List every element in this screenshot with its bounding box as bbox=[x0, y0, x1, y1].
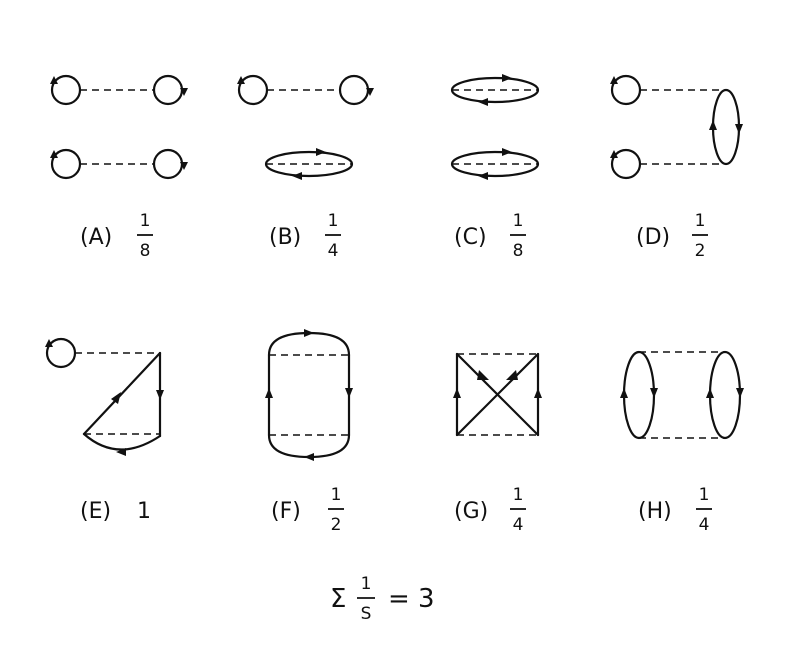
arrowhead bbox=[620, 388, 628, 398]
arrowhead bbox=[366, 88, 374, 96]
fraction-denominator: 2 bbox=[695, 241, 706, 261]
sum-value: 3 bbox=[418, 584, 435, 614]
sum-numerator: 1 bbox=[361, 574, 372, 594]
propagator-line bbox=[82, 432, 162, 451]
arrowhead bbox=[478, 172, 488, 180]
arrowhead bbox=[292, 172, 302, 180]
diagram-h bbox=[620, 350, 744, 440]
diagram-label: (D) bbox=[636, 225, 670, 250]
label-h: (H) 1 4 bbox=[638, 485, 712, 535]
fraction-numerator: 1 bbox=[695, 211, 706, 231]
diagram-b bbox=[237, 74, 374, 180]
loop-circle bbox=[50, 74, 82, 106]
loop-circle bbox=[237, 74, 269, 106]
label-f: (F) 1 2 bbox=[271, 485, 344, 535]
loop-circle bbox=[610, 74, 642, 106]
sum-denominator: S bbox=[361, 604, 372, 624]
equals-sign: = bbox=[388, 584, 410, 614]
arrowhead bbox=[502, 74, 512, 82]
diagram-label: (F) bbox=[271, 499, 301, 524]
arrowhead bbox=[265, 388, 273, 398]
diagram-e bbox=[45, 337, 164, 456]
arrowhead bbox=[502, 148, 512, 156]
loop-circle bbox=[152, 74, 184, 106]
propagator-line bbox=[267, 433, 351, 459]
arrowhead bbox=[156, 390, 164, 400]
diagram-label: (C) bbox=[454, 225, 487, 250]
label-c: (C) 1 8 bbox=[454, 211, 526, 261]
diagram-label: (G) bbox=[454, 499, 488, 524]
arrowhead bbox=[345, 388, 353, 398]
fraction-denominator: 4 bbox=[328, 241, 339, 261]
loop-circle bbox=[50, 148, 82, 180]
diagram-g bbox=[453, 352, 542, 437]
bubble-loop bbox=[622, 350, 656, 440]
diagram-label: (H) bbox=[638, 499, 672, 524]
arrowhead bbox=[709, 120, 717, 130]
summation-equation: Σ 1 S = 3 bbox=[330, 574, 435, 624]
arrowhead bbox=[650, 388, 658, 398]
fraction-denominator: 8 bbox=[513, 241, 524, 261]
arrowhead bbox=[45, 339, 53, 347]
fraction-denominator: 4 bbox=[513, 515, 524, 535]
fraction-numerator: 1 bbox=[331, 485, 342, 505]
propagator-line bbox=[82, 351, 162, 436]
loop-circle bbox=[152, 148, 184, 180]
arrowhead bbox=[50, 150, 58, 158]
arrowhead bbox=[706, 388, 714, 398]
arrowhead bbox=[50, 76, 58, 84]
label-b: (B) 1 4 bbox=[269, 211, 341, 261]
arrowhead bbox=[304, 329, 314, 337]
fraction-denominator: 2 bbox=[331, 515, 342, 535]
arrowhead bbox=[610, 76, 618, 84]
arrowhead bbox=[506, 370, 518, 380]
arrowhead bbox=[735, 124, 743, 134]
arrowhead bbox=[610, 150, 618, 158]
diagram-label: (B) bbox=[269, 225, 301, 250]
propagator-line bbox=[455, 352, 540, 437]
bubble-loop bbox=[708, 350, 742, 440]
fraction-numerator: 1 bbox=[513, 211, 524, 231]
arrowhead bbox=[180, 162, 188, 170]
symmetry-value: 1 bbox=[137, 499, 151, 524]
arrowhead bbox=[116, 448, 126, 456]
label-a: (A) 1 8 bbox=[80, 211, 153, 261]
fraction-denominator: 8 bbox=[140, 241, 151, 261]
arrowhead bbox=[453, 388, 461, 398]
diagram-f bbox=[265, 329, 353, 461]
arrowhead bbox=[534, 388, 542, 398]
arrowhead bbox=[180, 88, 188, 96]
arrowhead bbox=[304, 453, 314, 461]
fraction-denominator: 4 bbox=[699, 515, 710, 535]
arrowhead bbox=[736, 388, 744, 398]
label-d: (D) 1 2 bbox=[636, 211, 708, 261]
diagram-a bbox=[50, 74, 188, 180]
sigma-symbol: Σ bbox=[330, 584, 346, 614]
fraction-numerator: 1 bbox=[699, 485, 710, 505]
arrowhead bbox=[111, 392, 121, 404]
bubble-loop bbox=[711, 88, 741, 166]
loop-circle bbox=[610, 148, 642, 180]
arrowhead bbox=[477, 370, 489, 380]
diagram-d bbox=[610, 74, 743, 180]
propagator-line bbox=[267, 331, 351, 357]
label-e: (E) 1 bbox=[80, 499, 151, 524]
arrowhead bbox=[478, 98, 488, 106]
fraction-numerator: 1 bbox=[328, 211, 339, 231]
fraction-numerator: 1 bbox=[513, 485, 524, 505]
loop-circle bbox=[45, 337, 77, 369]
arrowhead bbox=[316, 148, 326, 156]
loop-circle bbox=[338, 74, 370, 106]
fraction-numerator: 1 bbox=[140, 211, 151, 231]
diagram-c bbox=[450, 74, 540, 180]
arrowhead bbox=[237, 76, 245, 84]
diagram-label: (E) bbox=[80, 499, 111, 524]
label-g: (G) 1 4 bbox=[454, 485, 526, 535]
diagram-label: (A) bbox=[80, 225, 112, 250]
